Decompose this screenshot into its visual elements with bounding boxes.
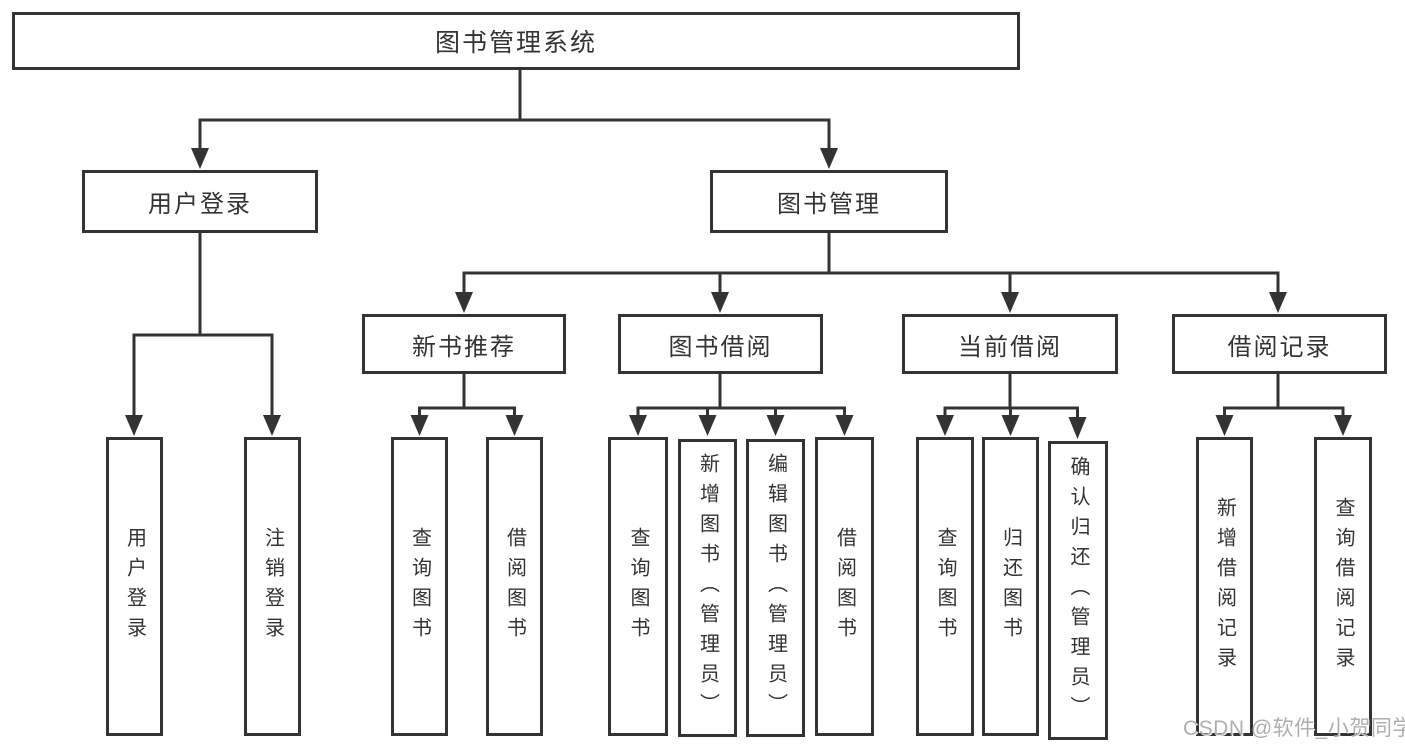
node-book-management: 图书管理 [710, 170, 948, 233]
leaf-query-borrow-record: 查询借阅记录 [1314, 437, 1372, 736]
node-label: 查询图书 [408, 526, 431, 647]
node-label: 用户登录 [148, 191, 252, 218]
node-label: 图书借阅 [668, 333, 773, 361]
node-label: 图书管理 [777, 191, 881, 218]
connector-root-to-level2 [191, 69, 838, 169]
connector-current-borrow-to-leaves [936, 374, 1087, 439]
leaf-add-borrow-record: 新增借阅记录 [1196, 437, 1253, 736]
leaf-logout: 注销登录 [244, 437, 301, 736]
arrowhead-icon [191, 148, 209, 169]
node-label: 图书管理系统 [434, 29, 597, 57]
node-label: 归还图书 [999, 526, 1022, 647]
node-user-login: 用户登录 [82, 170, 318, 233]
node-library-management-system: 图书管理系统 [12, 12, 1020, 70]
connector-new-book-rec-to-leaves [410, 374, 524, 436]
leaf-confirm-return-admin: 确认归还（管理员） [1048, 441, 1108, 740]
arrowhead-icon [766, 415, 785, 436]
node-new-book-recommendation: 新书推荐 [362, 314, 566, 374]
arrowhead-icon [505, 415, 524, 436]
node-current-borrowing: 当前借阅 [902, 314, 1118, 374]
arrowhead-icon [629, 415, 647, 436]
arrowhead-icon [698, 415, 717, 436]
node-label: 查询借阅记录 [1332, 496, 1354, 677]
node-label: 编辑图书（管理员） [764, 453, 787, 723]
leaf-query-books-2: 查询图书 [608, 437, 668, 736]
node-label: 确认归还（管理员） [1067, 455, 1089, 726]
arrowhead-icon [410, 415, 429, 436]
leaf-return-books: 归还图书 [982, 437, 1039, 736]
leaf-user-login: 用户登录 [106, 437, 163, 736]
arrowhead-icon [1269, 292, 1287, 313]
arrowhead-icon [1001, 415, 1020, 436]
node-label: 新书推荐 [412, 333, 516, 361]
node-label: 当前借阅 [958, 333, 1062, 361]
csdn-watermark: CSDN @软件_小贺同学 [1183, 717, 1405, 740]
leaf-borrow-books-1: 借阅图书 [486, 437, 543, 736]
arrowhead-icon [263, 415, 281, 436]
node-label: 借阅图书 [503, 526, 526, 647]
arrowhead-icon [711, 292, 729, 313]
node-label: 借阅记录 [1227, 333, 1332, 361]
leaf-query-books-1: 查询图书 [391, 437, 448, 736]
node-label: 新增图书（管理员） [696, 453, 719, 723]
connector-borrow-records-to-leaves [1215, 374, 1352, 436]
leaf-borrow-books-2: 借阅图书 [815, 437, 874, 736]
node-label: 新增借阅记录 [1213, 496, 1236, 677]
arrowhead-icon [835, 415, 854, 436]
arrowhead-icon [936, 415, 954, 436]
leaf-edit-book-admin: 编辑图书（管理员） [746, 439, 805, 737]
node-label: 查询图书 [627, 526, 649, 647]
arrowhead-icon [1334, 415, 1352, 436]
arrowhead-icon [125, 415, 143, 436]
connector-user-login-to-leaves [125, 233, 281, 436]
node-book-borrowing: 图书借阅 [618, 314, 823, 374]
node-borrowing-records: 借阅记录 [1172, 314, 1387, 374]
connector-book-management-to-level3 [455, 233, 1287, 313]
node-label: 注销登录 [261, 526, 284, 647]
node-label: 查询图书 [934, 526, 956, 647]
node-label: 借阅图书 [833, 526, 856, 647]
leaf-add-book-admin: 新增图书（管理员） [678, 439, 737, 737]
connector-book-borrow-to-leaves [629, 374, 854, 436]
arrowhead-icon [455, 292, 473, 313]
arrowhead-icon [1068, 417, 1087, 439]
arrowhead-icon [1215, 415, 1234, 436]
node-label: 用户登录 [123, 526, 146, 647]
arrowhead-icon [1001, 292, 1019, 313]
leaf-query-books-3: 查询图书 [916, 437, 974, 736]
arrowhead-icon [820, 148, 838, 169]
